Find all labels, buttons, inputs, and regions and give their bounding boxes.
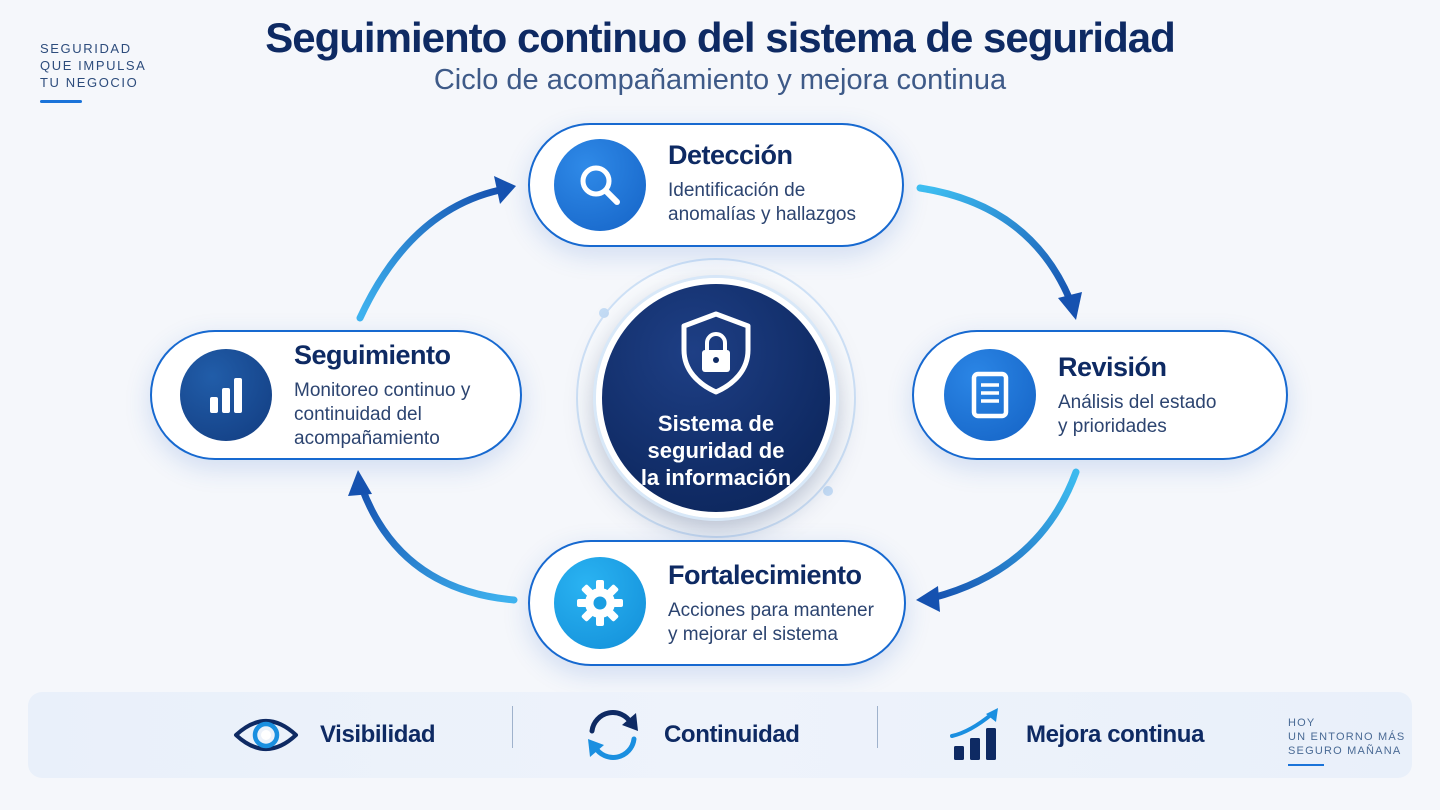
node-desc-line: Acciones para mantener xyxy=(668,599,874,621)
center-core: Sistema de seguridad de la información xyxy=(596,278,836,518)
node-desc-line: continuidad del xyxy=(294,403,422,425)
shield-lock-icon xyxy=(681,311,751,395)
tagline-line-2: UN ENTORNO MÁS xyxy=(1288,731,1406,743)
gear-icon xyxy=(554,557,646,649)
node-desc-line: Identificación de xyxy=(668,179,806,201)
node-deteccion: Detección Identificación de anomalías y … xyxy=(528,123,904,247)
node-title: Revisión xyxy=(1058,351,1167,382)
divider xyxy=(877,706,878,748)
node-desc-line: Monitoreo continuo y xyxy=(294,379,471,401)
sync-icon xyxy=(588,710,638,760)
page-subtitle: Ciclo de acompañamiento y mejora continu… xyxy=(433,64,1007,96)
brand-underline xyxy=(40,100,82,103)
arrow-seguimiento-to-deteccion xyxy=(356,176,516,322)
arrow-fortalecimiento-to-seguimiento xyxy=(348,470,518,604)
document-icon xyxy=(944,349,1036,441)
benefits-bar: Visibilidad Continuidad Mejora continua xyxy=(28,692,1412,778)
node-desc-line: Análisis del estado xyxy=(1058,391,1217,413)
center-label-line-3: la información xyxy=(640,465,792,490)
tagline-line-1: HOY xyxy=(1288,717,1316,729)
benefit-mejora-continua: Mejora continua xyxy=(948,692,1204,778)
brand-line-1: SEGURIDAD xyxy=(40,41,132,56)
node-seguimiento: Seguimiento Monitoreo continuo y continu… xyxy=(150,330,522,460)
benefit-continuidad: Continuidad xyxy=(582,692,800,778)
tagline-underline xyxy=(1288,764,1324,766)
node-revision: Revisión Análisis del estado y prioridad… xyxy=(912,330,1288,460)
node-title: Seguimiento xyxy=(294,339,451,370)
node-desc-line: anomalías y hallazgos xyxy=(668,203,856,225)
node-title: Fortalecimiento xyxy=(668,559,862,590)
growth-chart-icon xyxy=(950,708,998,760)
benefit-visibilidad: Visibilidad xyxy=(232,692,436,778)
node-fortalecimiento: Fortalecimiento Acciones para mantener y… xyxy=(528,540,906,666)
node-desc-line: acompañamiento xyxy=(294,427,440,449)
center-label-line-2: seguridad de xyxy=(647,438,785,463)
center-label: Sistema de seguridad de la información xyxy=(616,410,816,491)
arrow-deteccion-to-revision xyxy=(916,184,1082,320)
bar-chart-icon xyxy=(180,349,272,441)
page-title: Seguimiento continuo del sistema de segu… xyxy=(265,14,1176,61)
brand-line-2: QUE IMPULSA xyxy=(40,58,147,73)
eye-icon xyxy=(234,719,298,751)
center-label-line-1: Sistema de xyxy=(657,411,775,436)
search-icon xyxy=(554,139,646,231)
divider xyxy=(512,706,513,748)
tagline-line-3: SEGURO MAÑANA xyxy=(1288,745,1402,757)
arrow-revision-to-fortalecimiento xyxy=(916,468,1080,612)
node-desc-line: y prioridades xyxy=(1058,415,1167,437)
benefit-label: Mejora continua xyxy=(1026,721,1205,748)
benefit-label: Continuidad xyxy=(664,721,800,748)
brand-tagline: SEGURIDAD QUE IMPULSA TU NEGOCIO xyxy=(40,40,146,91)
footer-tagline: HOY UN ENTORNO MÁS SEGURO MAÑANA xyxy=(1288,716,1405,758)
brand-line-3: TU NEGOCIO xyxy=(40,75,139,90)
node-desc-line: y mejorar el sistema xyxy=(668,623,838,645)
halo-dot xyxy=(823,486,833,496)
node-title: Detección xyxy=(668,139,793,170)
benefit-label: Visibilidad xyxy=(320,721,436,748)
halo-dot xyxy=(599,308,609,318)
